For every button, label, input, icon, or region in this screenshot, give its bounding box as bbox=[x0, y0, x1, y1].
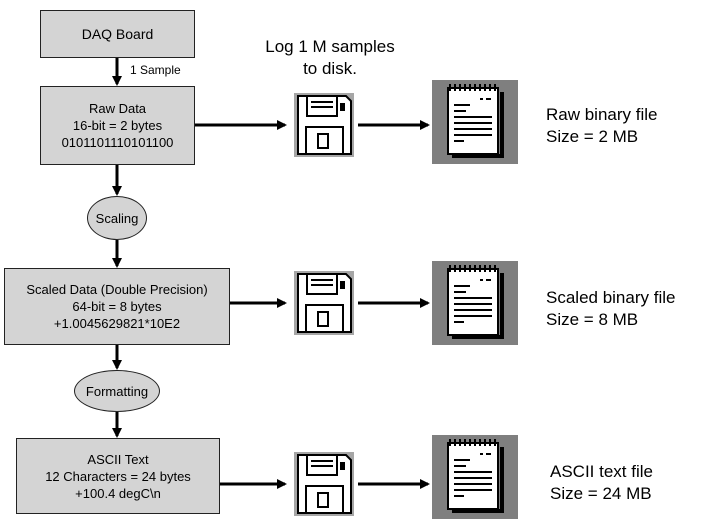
output-ascii-name: ASCII text file bbox=[550, 462, 653, 481]
log-label-line-1: Log 1 M samples bbox=[265, 37, 395, 56]
output-ascii-size: Size = 24 MB bbox=[550, 484, 652, 503]
floppy-disk-icon bbox=[294, 93, 354, 157]
scaled-data-bits: 64-bit = 8 bytes bbox=[72, 299, 162, 314]
formatting-step: Formatting bbox=[74, 370, 160, 412]
ascii-text-value: +100.4 degC\n bbox=[75, 485, 161, 501]
daq-board-box: DAQ Board bbox=[40, 10, 195, 58]
formatting-label: Formatting bbox=[85, 383, 149, 399]
daq-board-label: DAQ Board bbox=[81, 25, 154, 42]
raw-data-box: Raw Data 16-bit = 2 bytes 01011011101011… bbox=[40, 86, 195, 165]
ascii-text-title: ASCII Text bbox=[87, 451, 149, 467]
raw-data-value: 0101101110101100 bbox=[61, 135, 174, 150]
output-raw-size: Size = 2 MB bbox=[546, 127, 639, 146]
raw-data-bits: 16-bit = 2 bytes bbox=[72, 118, 163, 133]
scaling-label: Scaling bbox=[95, 210, 139, 226]
output-scaled-size: Size = 8 MB bbox=[546, 310, 639, 329]
sample-label: 1 Sample bbox=[130, 63, 181, 77]
output-ascii-label: ASCII text file Size = 24 MB bbox=[550, 461, 653, 505]
ascii-text-box: ASCII Text 12 Characters = 24 bytes +100… bbox=[16, 438, 220, 514]
log-label: Log 1 M samples to disk. bbox=[245, 36, 415, 80]
text-document-icon bbox=[432, 261, 518, 345]
text-document-icon bbox=[432, 435, 518, 519]
scaled-data-title: Scaled Data (Double Precision) bbox=[26, 282, 208, 297]
floppy-disk-icon bbox=[294, 452, 354, 516]
ascii-text-bits: 12 Characters = 24 bytes bbox=[45, 468, 191, 484]
text-document-icon bbox=[432, 80, 518, 164]
floppy-disk-icon bbox=[294, 271, 354, 335]
output-scaled-name: Scaled binary file bbox=[546, 288, 676, 307]
scaled-data-value: +1.0045629821*10E2 bbox=[53, 316, 181, 331]
output-raw-name: Raw binary file bbox=[546, 105, 658, 124]
scaled-data-box: Scaled Data (Double Precision) 64-bit = … bbox=[4, 268, 230, 345]
log-label-line-2: to disk. bbox=[303, 59, 357, 78]
scaling-step: Scaling bbox=[87, 196, 147, 240]
raw-data-title: Raw Data bbox=[88, 101, 147, 116]
output-raw-label: Raw binary file Size = 2 MB bbox=[546, 104, 658, 148]
output-scaled-label: Scaled binary file Size = 8 MB bbox=[546, 287, 675, 331]
